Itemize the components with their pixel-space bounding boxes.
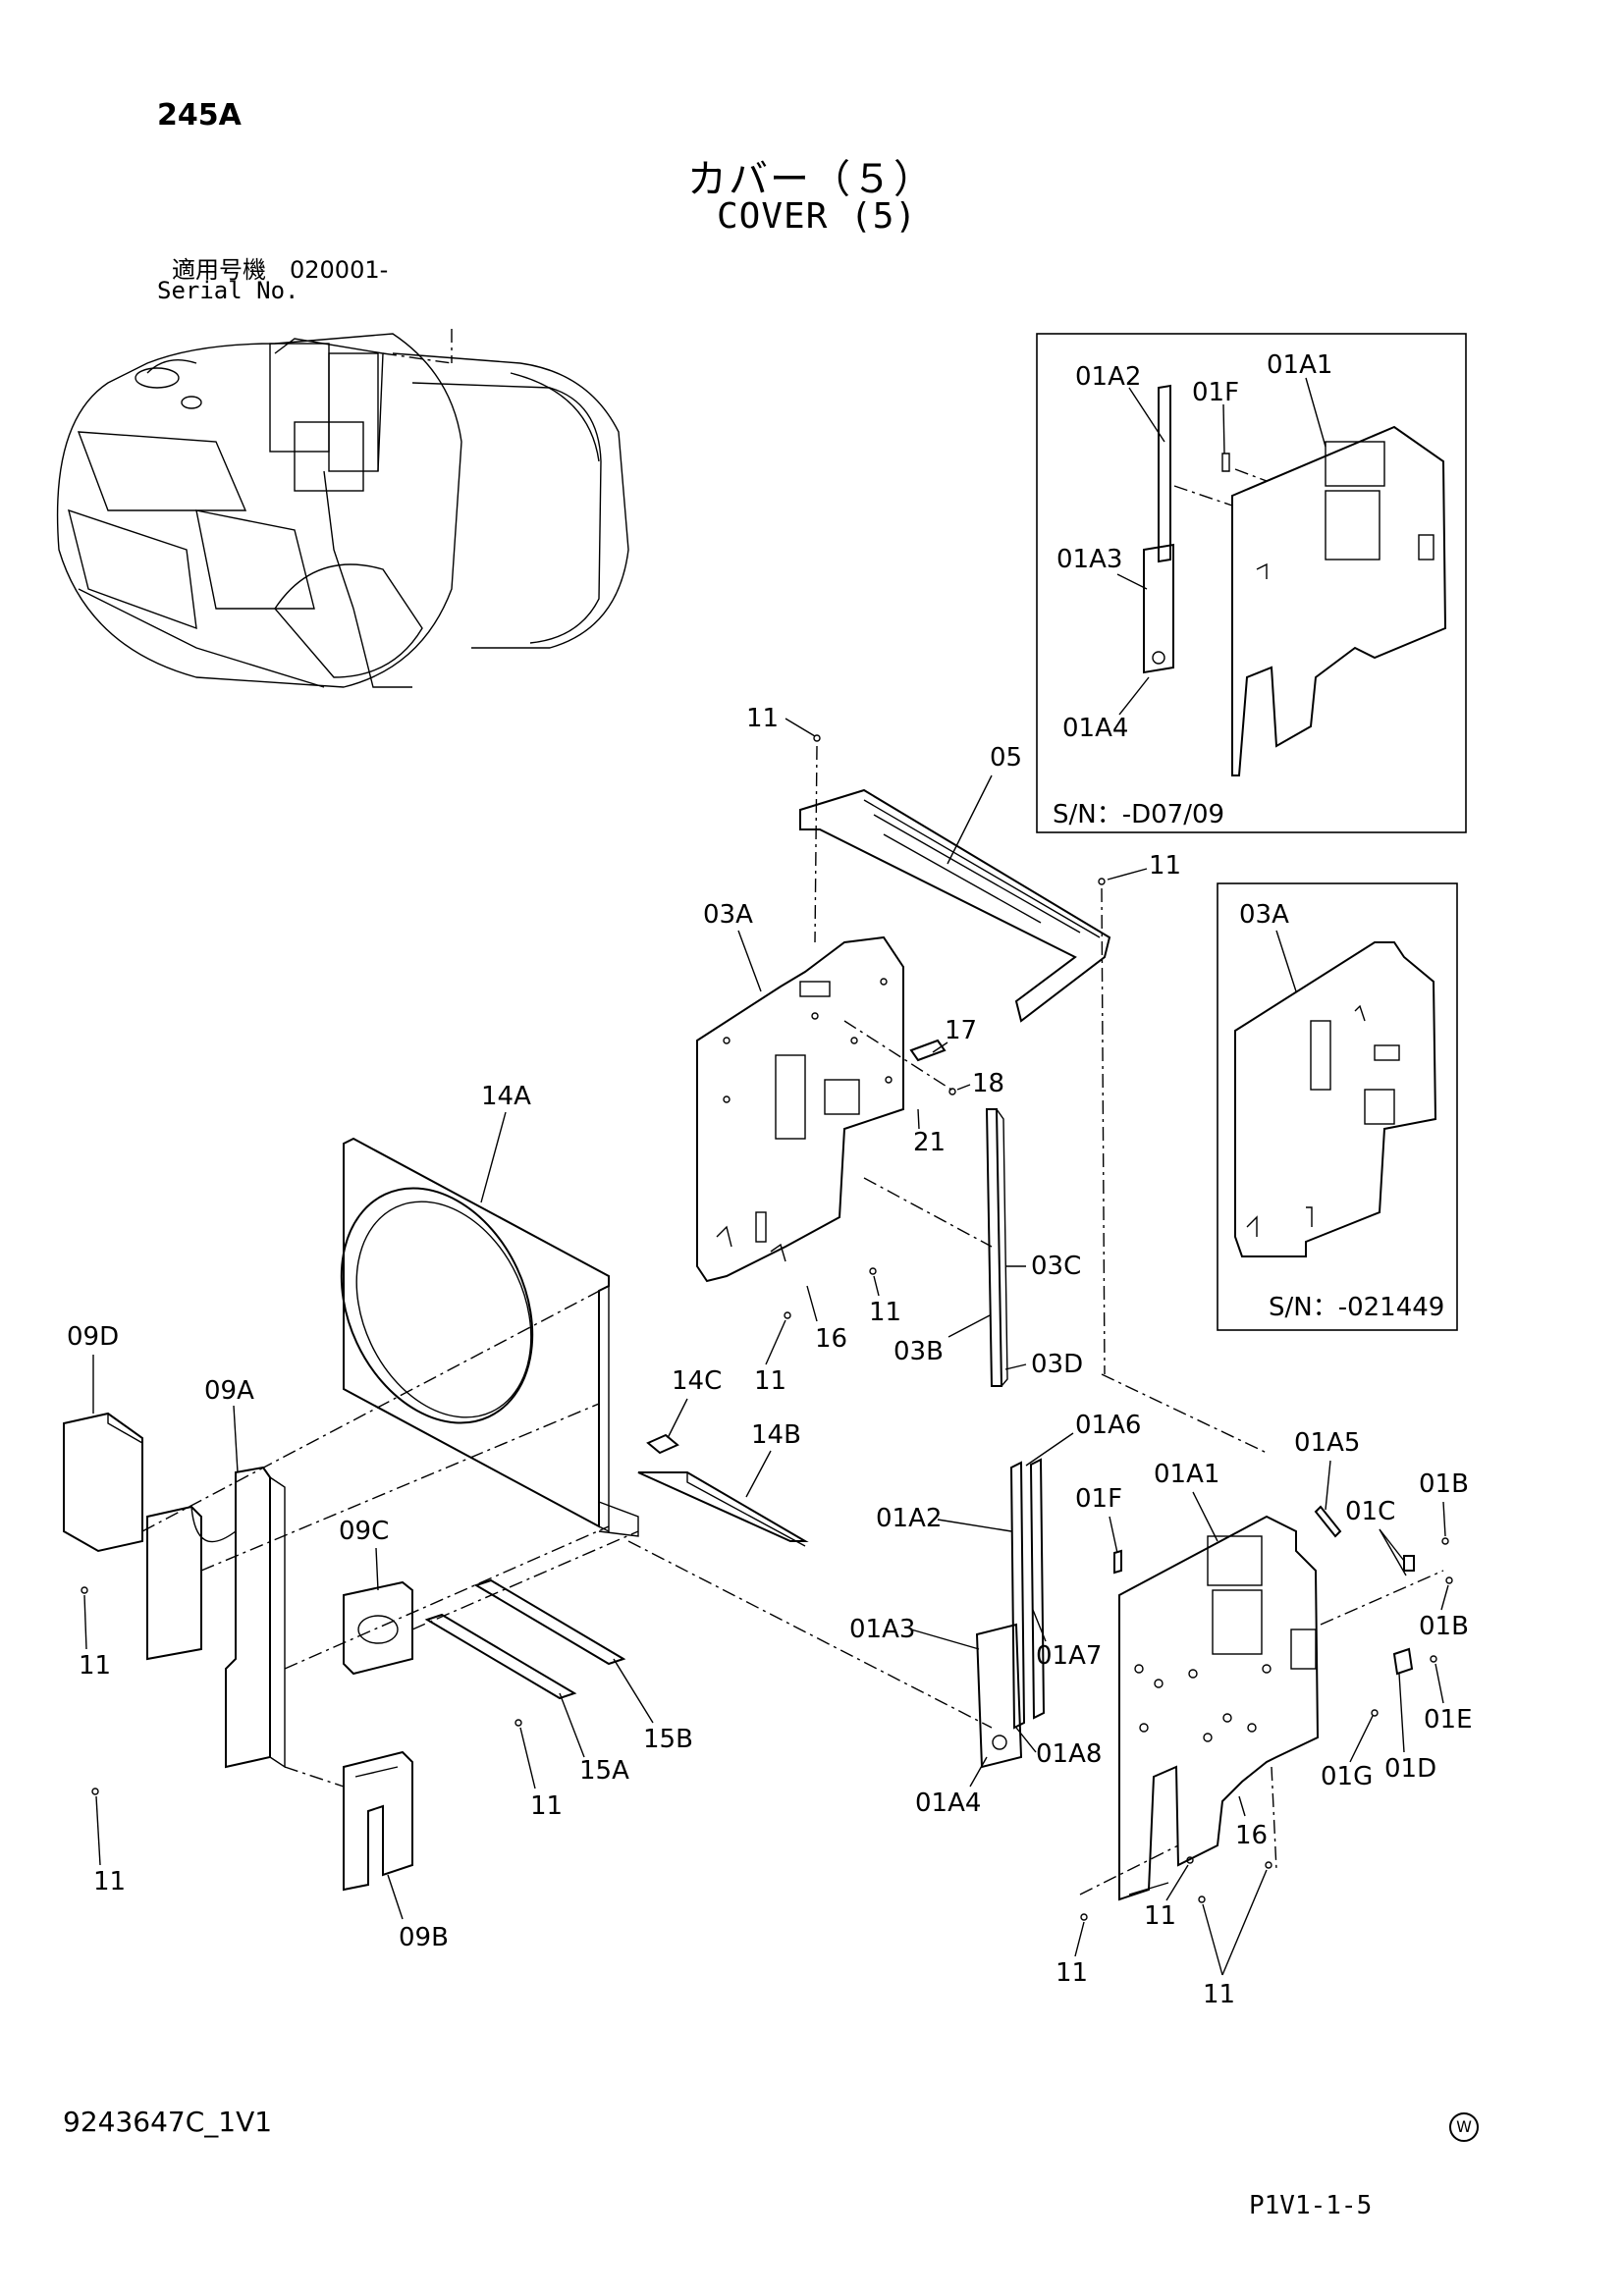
label-01a2-bot: 01A2	[876, 1504, 942, 1533]
part-09c	[343, 1580, 413, 1676]
label-03a-inset: 03A	[1239, 900, 1289, 930]
label-03b: 03B	[893, 1337, 944, 1366]
label-01a5: 01A5	[1294, 1428, 1360, 1458]
label-17: 17	[945, 1016, 977, 1045]
label-14a: 14A	[481, 1082, 531, 1111]
label-11-i: 11	[1056, 1958, 1088, 1988]
label-11-d: 11	[754, 1366, 786, 1396]
label-01a3-bot: 01A3	[849, 1615, 915, 1644]
label-11-g: 11	[530, 1791, 563, 1821]
part-03a-panel	[696, 935, 904, 1283]
label-14b: 14B	[751, 1420, 801, 1450]
label-01a6: 01A6	[1075, 1411, 1141, 1440]
part-09a	[146, 1466, 286, 1769]
inset-middle-parts	[1234, 941, 1437, 1257]
inset-box-top	[1036, 333, 1467, 833]
label-01a1-top: 01A1	[1267, 350, 1332, 380]
serial-number-label: Serial No.	[157, 277, 299, 304]
inset-top-serial: S/N：-D07/09	[1053, 800, 1224, 829]
label-01a4-top: 01A4	[1062, 714, 1128, 743]
label-01c: 01C	[1345, 1497, 1395, 1526]
part-03b-strip	[985, 1108, 1008, 1387]
label-01a4-bot: 01A4	[915, 1789, 981, 1818]
label-15a: 15A	[579, 1756, 629, 1786]
part-01-cover-assembly	[975, 1458, 1415, 1901]
part-09d	[63, 1412, 143, 1553]
label-11-f: 11	[1144, 1901, 1176, 1931]
label-16-b: 16	[1235, 1821, 1268, 1850]
label-09a: 09A	[204, 1376, 254, 1406]
label-01f-bot: 01F	[1075, 1484, 1122, 1514]
label-01g: 01G	[1321, 1762, 1373, 1791]
label-15b: 15B	[643, 1725, 693, 1754]
label-11-h: 11	[93, 1867, 126, 1896]
inset-box-middle	[1217, 882, 1458, 1331]
label-03c: 03C	[1031, 1252, 1081, 1281]
inset-top-parts	[1143, 384, 1447, 776]
footer-page-number: P1V1-1-5	[1249, 2191, 1373, 2220]
label-01b-a: 01B	[1419, 1469, 1469, 1499]
label-16-a: 16	[815, 1324, 847, 1354]
title-english: COVER (5)	[717, 196, 918, 237]
label-14c: 14C	[672, 1366, 722, 1396]
label-01a8: 01A8	[1036, 1739, 1102, 1769]
part-14a-shroud	[340, 1137, 639, 1537]
part-15a-15b	[424, 1578, 626, 1700]
label-11-c: 11	[869, 1298, 901, 1327]
label-01a2-top: 01A2	[1075, 362, 1141, 392]
label-11-b: 11	[1149, 851, 1181, 881]
footer-w-mark: W	[1449, 2112, 1479, 2142]
label-11-j: 11	[1203, 1980, 1235, 2009]
inset-middle-serial: S/N：-021449	[1269, 1293, 1444, 1322]
label-18: 18	[972, 1069, 1004, 1098]
label-21: 21	[913, 1128, 946, 1157]
part-14b-14c	[637, 1433, 809, 1547]
label-05: 05	[990, 743, 1022, 773]
serial-applicable-jp: 適用号機 020001-	[172, 256, 389, 284]
label-01d: 01D	[1384, 1754, 1436, 1784]
label-09b: 09B	[399, 1923, 449, 1952]
label-09c: 09C	[339, 1517, 389, 1546]
part-09b	[343, 1750, 413, 1892]
label-03d: 03D	[1031, 1350, 1083, 1379]
label-01a7: 01A7	[1036, 1641, 1102, 1671]
label-11-a: 11	[746, 704, 779, 733]
machine-overview-illustration	[56, 329, 629, 688]
footer-drawing-code: 9243647C_1V1	[63, 2106, 273, 2138]
label-11-e: 11	[79, 1651, 111, 1681]
label-01e: 01E	[1424, 1705, 1473, 1735]
part-05-cover	[799, 788, 1111, 1023]
label-01b-b: 01B	[1419, 1612, 1469, 1641]
label-01a1-bot: 01A1	[1154, 1460, 1219, 1489]
label-03a-main: 03A	[703, 900, 753, 930]
label-09d: 09D	[67, 1322, 119, 1352]
label-01f-top: 01F	[1192, 378, 1239, 407]
title-japanese: カバー（５）	[687, 157, 935, 202]
label-01a3-top: 01A3	[1056, 545, 1122, 574]
page-code: 245A	[157, 98, 242, 133]
